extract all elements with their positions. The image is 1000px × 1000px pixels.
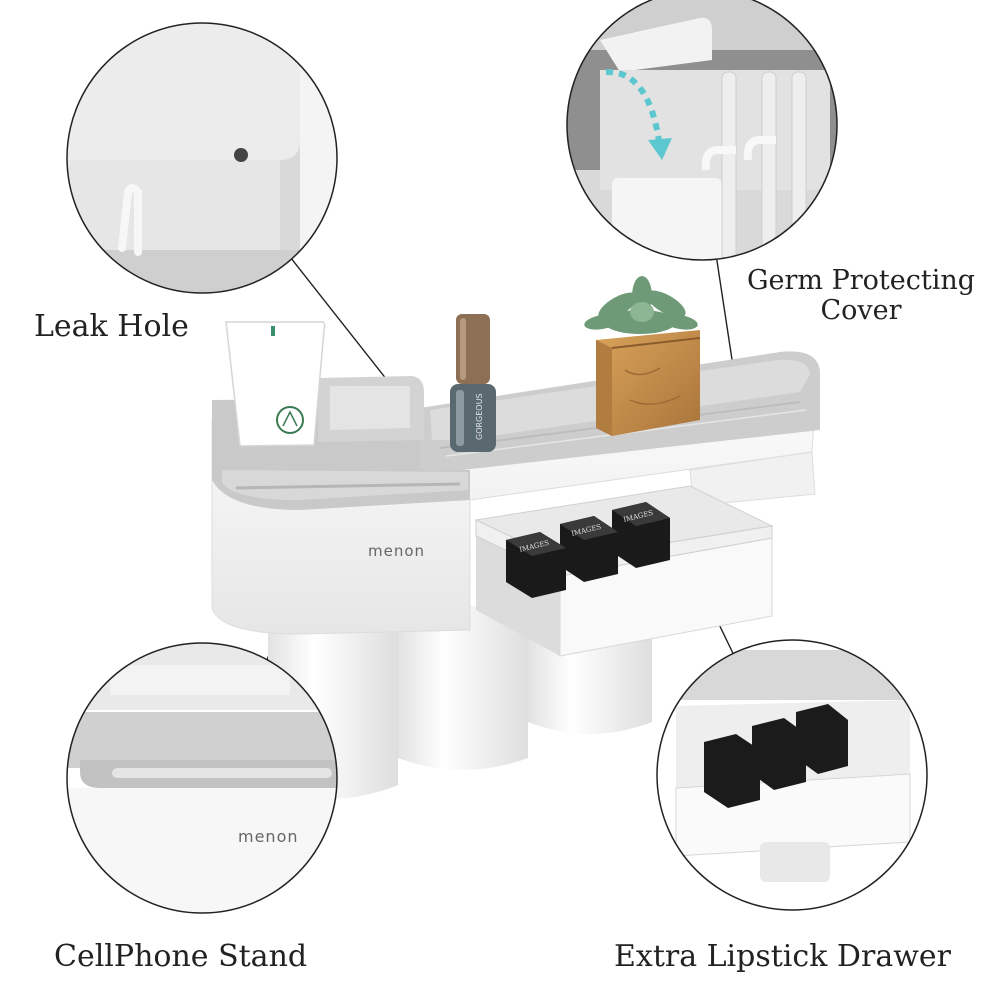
lipstick-drawer: IMAGES IMAGES IMAGES xyxy=(474,485,774,657)
nail-polish-bottle: GORGEOUS xyxy=(450,314,496,452)
brand-logo: menon xyxy=(368,542,425,560)
label-germ-protecting-cover: Germ Protecting Cover xyxy=(736,265,986,327)
label-germ-line1: Germ Protecting xyxy=(746,265,976,296)
label-cellphone-stand: CellPhone Stand xyxy=(54,939,308,974)
label-lipstick-drawer: Extra Lipstick Drawer xyxy=(614,939,951,974)
cup-middle xyxy=(398,606,528,770)
label-leak-hole: Leak Hole xyxy=(34,309,189,344)
succulent-plant xyxy=(584,276,701,436)
nail-polish-label: GORGEOUS xyxy=(475,393,484,440)
detail-circle-lipstick-drawer xyxy=(656,639,928,911)
curved-arrow-icon xyxy=(605,68,663,149)
label-germ-line2: Cover xyxy=(820,295,902,327)
detail-circle-germ-cover xyxy=(566,0,838,261)
brand-logo-zoom: menon xyxy=(238,827,299,846)
toothpaste-tube xyxy=(225,321,326,447)
detail-circle-leak-hole xyxy=(66,22,338,294)
leak-hole-icon xyxy=(234,148,248,162)
